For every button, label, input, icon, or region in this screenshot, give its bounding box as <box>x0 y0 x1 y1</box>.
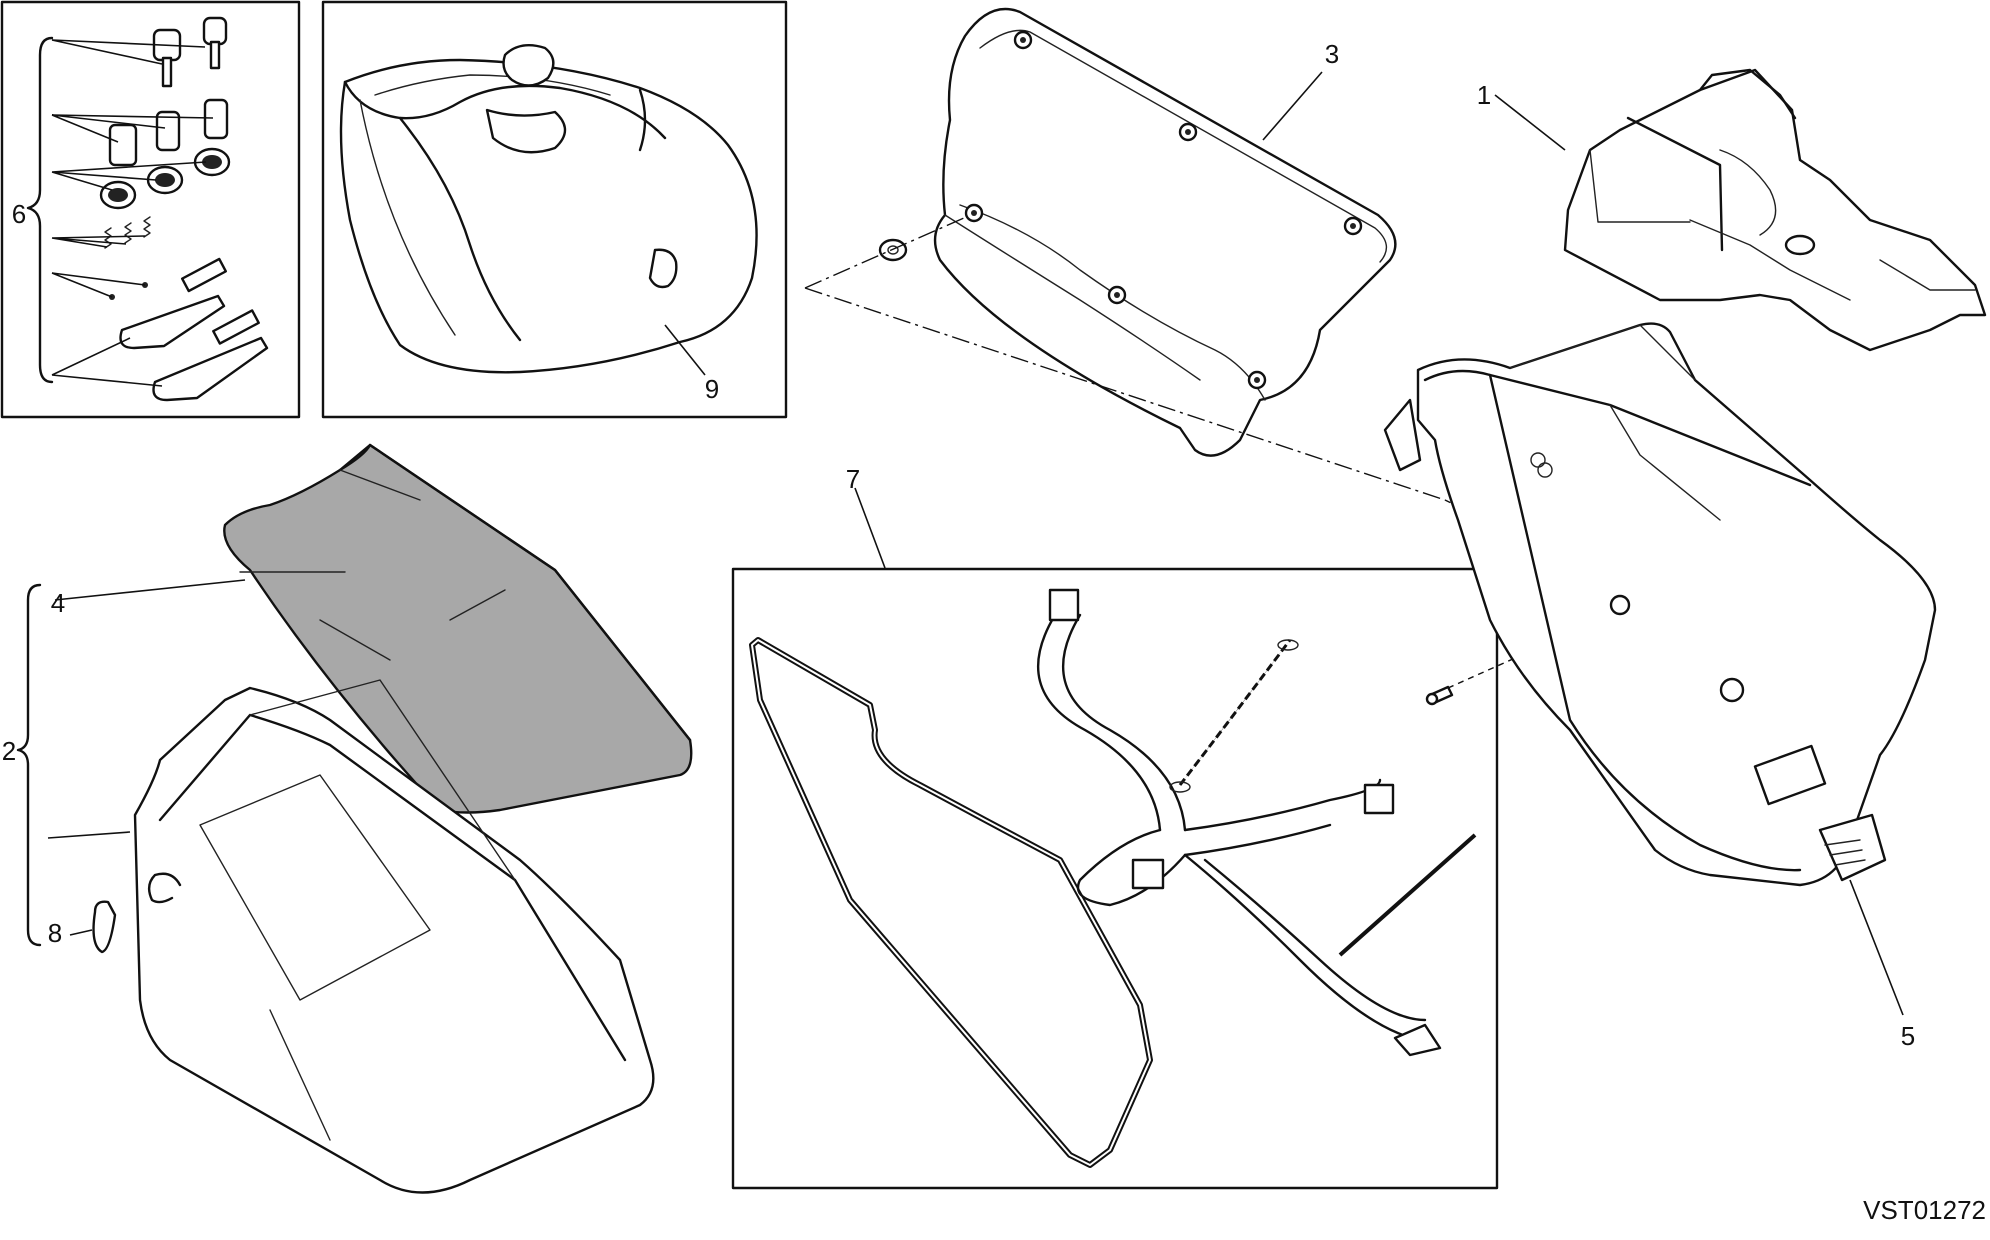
callout-6: 6 <box>12 199 26 229</box>
pannier-inner-panel-icon <box>878 7 1397 457</box>
callout-5: 5 <box>1901 1021 1915 1051</box>
inner-bag-icon <box>339 44 758 376</box>
pannier-lid-icon <box>54 443 693 814</box>
inner-bag-frame <box>321 0 788 419</box>
seal-kit-frame <box>731 567 1499 1190</box>
callout-3: 3 <box>1325 39 1339 69</box>
lock-set-frame <box>0 0 301 419</box>
seal-and-strap-kit-icon <box>749 487 1477 1168</box>
callout-7: 7 <box>846 464 860 494</box>
callout-2: 2 <box>2 736 16 766</box>
mounting-bracket-icon <box>1494 68 1987 352</box>
pannier-shell-assembly-icon <box>16 583 655 1194</box>
callout-labels: 1 2 3 4 5 6 7 8 9 <box>2 39 1915 1051</box>
drawing-code: VST01272 <box>1863 1195 1986 1225</box>
pannier-case-icon <box>1383 322 1937 1016</box>
callout-4: 4 <box>51 588 65 618</box>
reflector-icon <box>92 900 117 954</box>
callout-9: 9 <box>705 374 719 404</box>
callout-1: 1 <box>1477 80 1491 110</box>
callout-8: 8 <box>48 918 62 948</box>
lock-set-icon <box>26 16 269 402</box>
